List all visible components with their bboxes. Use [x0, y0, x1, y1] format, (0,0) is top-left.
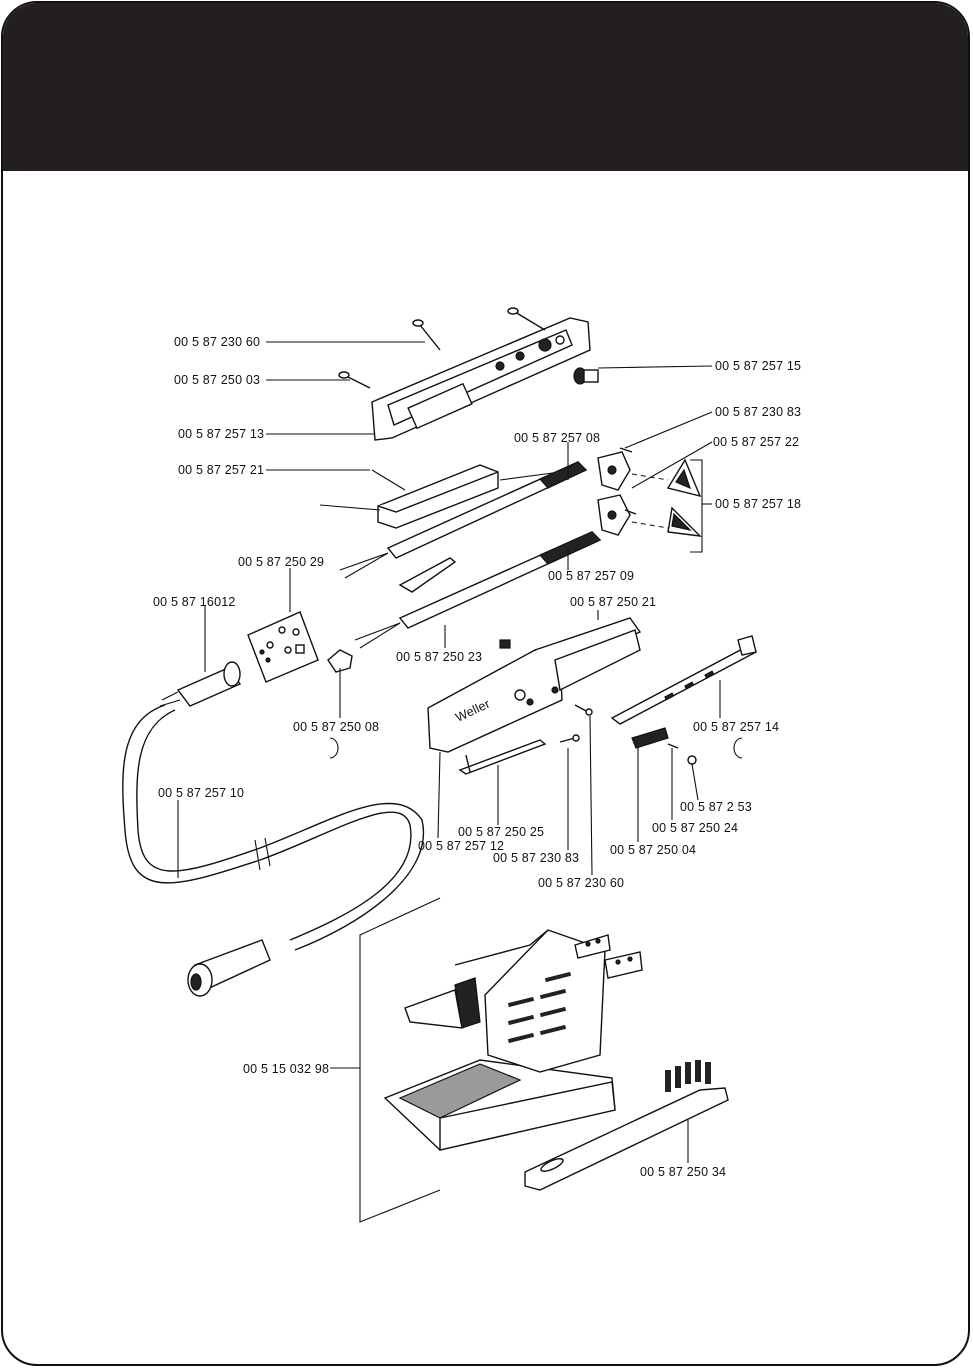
- screw-housing-2: [574, 704, 593, 716]
- label-250-24: 00 5 87 250 24: [652, 821, 738, 835]
- screw-top-left: [412, 319, 441, 351]
- label-716-012: 00 5 87 16012: [153, 595, 236, 609]
- label-230-83-bot: 00 5 87 230 83: [493, 851, 579, 865]
- spring-plate-250-25: [458, 739, 547, 775]
- label-257-12: 00 5 87 257 12: [418, 839, 504, 853]
- label-257-21: 00 5 87 257 21: [178, 463, 264, 477]
- label-257-15: 00 5 87 257 15: [715, 359, 801, 373]
- screw-left-250-03: [338, 371, 371, 389]
- label-230-83-top: 00 5 87 230 83: [715, 405, 801, 419]
- label-257-13: 00 5 87 257 13: [178, 427, 264, 441]
- label-250-29: 00 5 87 250 29: [238, 555, 324, 569]
- screw-housing-1: [559, 734, 580, 743]
- nut-250-08: [327, 649, 353, 673]
- small-clip-250-21: [499, 639, 511, 649]
- label-250-04: 00 5 87 250 04: [610, 843, 696, 857]
- cable-grommet: [159, 661, 242, 707]
- screw-250-24: [667, 743, 679, 749]
- part-labels: 00 5 87 230 60 00 5 87 250 03 00 5 87 25…: [153, 335, 801, 1179]
- label-257-14: 00 5 87 257 14: [693, 720, 779, 734]
- strip-257-14: [610, 635, 758, 725]
- label-250-21: 00 5 87 250 21: [570, 595, 656, 609]
- top-cover-plate: [371, 317, 591, 441]
- rod-257-08: [339, 461, 588, 579]
- label-257-08: 00 5 87 257 08: [514, 431, 600, 445]
- bracket-lower: [597, 494, 631, 536]
- label-250-03: 00 5 87 250 03: [174, 373, 260, 387]
- label-257-22: 00 5 87 257 22: [713, 435, 799, 449]
- leader-lines: [177, 341, 721, 1163]
- circuit-board: [247, 611, 319, 683]
- soldering-stand: [383, 929, 643, 1151]
- socket-257-15: [573, 367, 599, 385]
- label-515-032-98: 00 5 15 032 98: [243, 1062, 329, 1076]
- header-band: [3, 3, 968, 171]
- cable-257-10: [122, 704, 425, 951]
- bracket-upper: [597, 451, 631, 491]
- box-257-21: [319, 464, 561, 529]
- main-housing: Weller: [427, 617, 642, 753]
- screw-230-83: [619, 447, 637, 515]
- label-257-10: 00 5 87 257 10: [158, 786, 244, 800]
- triangle-pad-lower: [667, 506, 702, 537]
- connector-plug: [187, 939, 271, 997]
- label-250-34: 00 5 87 250 34: [640, 1165, 726, 1179]
- label-250-23: 00 5 87 250 23: [396, 650, 482, 664]
- label-250-08: 00 5 87 250 08: [293, 720, 379, 734]
- screw-top-right: [507, 307, 546, 331]
- connector-block-250-04: [631, 727, 669, 749]
- label-230-60-bot: 00 5 87 230 60: [538, 876, 624, 890]
- label-250-53: 00 5 87 2 53: [680, 800, 752, 814]
- rod-257-09: [354, 531, 602, 649]
- cleaning-brush: [524, 1060, 729, 1191]
- triangle-pad-upper: [666, 458, 702, 498]
- label-230-60-top: 00 5 87 230 60: [174, 335, 260, 349]
- label-257-09: 00 5 87 257 09: [548, 569, 634, 583]
- label-257-18: 00 5 87 257 18: [715, 497, 801, 511]
- screw-250-53: [687, 755, 697, 765]
- spring-clip: [398, 557, 457, 593]
- label-250-25: 00 5 87 250 25: [458, 825, 544, 839]
